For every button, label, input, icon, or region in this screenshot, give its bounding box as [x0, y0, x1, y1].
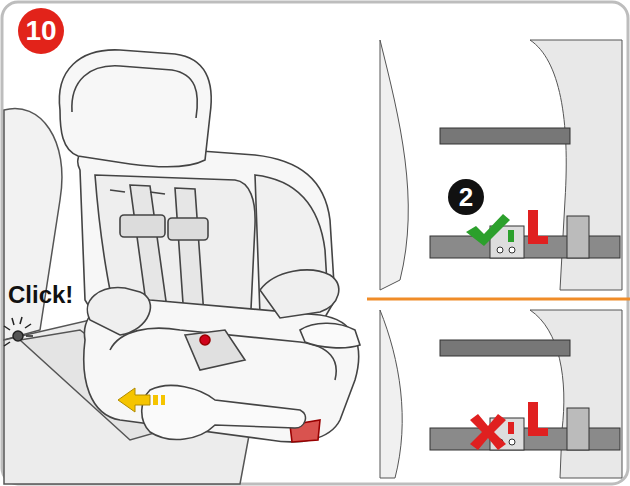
inset-wrong: [380, 310, 622, 478]
inset-correct: [380, 40, 622, 290]
click-burst: [4, 317, 33, 346]
push-arrow: [118, 388, 165, 412]
number-text: 10: [25, 17, 56, 45]
number-text: 2: [459, 184, 473, 210]
car-seat: [59, 50, 360, 442]
step-number: 10: [18, 8, 64, 54]
divider: [367, 298, 630, 301]
callout-number: 2: [448, 179, 484, 215]
click-label: Click!: [8, 283, 73, 307]
